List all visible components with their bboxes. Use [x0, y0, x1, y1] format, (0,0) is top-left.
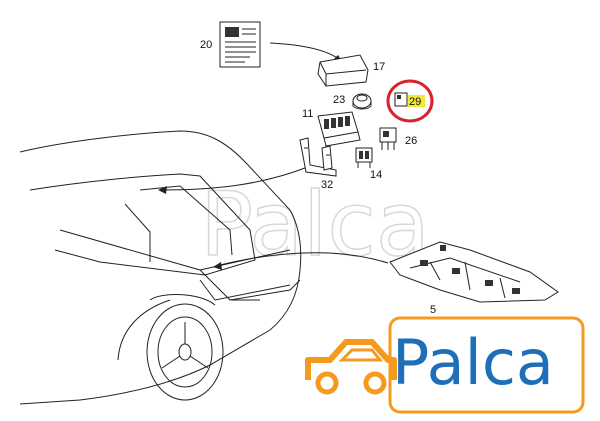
part-label-14: 14 [370, 169, 382, 181]
logo-text: Palca [392, 326, 554, 399]
arrowhead-icon [158, 186, 167, 194]
part-11-fuse-block[interactable] [317, 111, 361, 147]
leader-arrow-32 [159, 167, 306, 191]
palca-logo: Palca [305, 316, 585, 414]
part-26-relay[interactable] [379, 127, 397, 150]
part-label-11: 11 [302, 108, 313, 120]
part-label-26: 26 [405, 135, 417, 147]
part-label-17: 17 [373, 61, 385, 73]
part-23-nut[interactable] [352, 93, 372, 110]
part-32-bracket[interactable] [299, 137, 337, 177]
highlight-ring [386, 79, 434, 123]
leader-arrow-5 [215, 252, 389, 267]
part-29-relay[interactable] [386, 79, 434, 123]
part-label-29: 29 [409, 96, 421, 108]
part-label-23: 23 [333, 94, 345, 106]
part-5-base-plate[interactable] [389, 241, 559, 303]
part-label-32: 32 [321, 179, 333, 191]
part-label-5: 5 [430, 304, 436, 316]
part-17-cover[interactable] [317, 54, 369, 87]
part-14-socket[interactable] [355, 147, 373, 168]
watermark-text: Palca [200, 173, 430, 276]
arrowhead-icon [213, 262, 222, 270]
part-20-document[interactable] [219, 21, 261, 68]
leader-arrow-20 [269, 42, 341, 61]
watermark: Palca [199, 172, 430, 277]
car-icon [305, 339, 397, 395]
highlight-marker [408, 95, 425, 107]
car-illustration [19, 130, 302, 405]
logo-frame [388, 316, 585, 414]
part-label-20: 20 [200, 39, 212, 51]
